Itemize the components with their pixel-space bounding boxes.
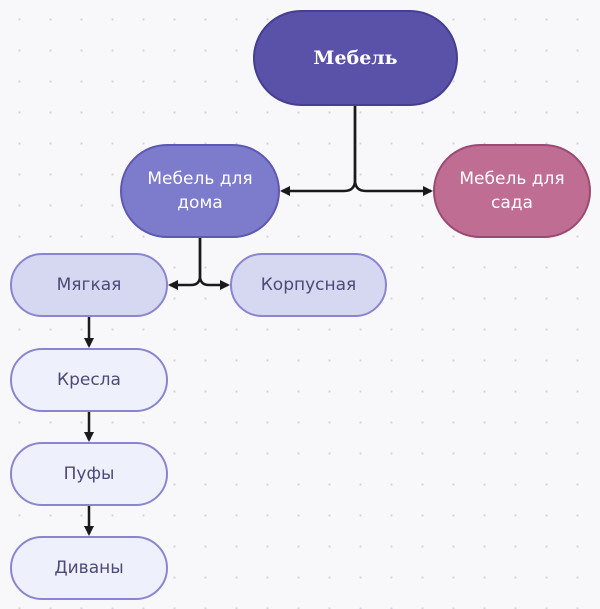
node-garden-furniture[interactable]: Мебель для сада [433, 144, 591, 238]
node-armchairs[interactable]: Кресла [10, 348, 168, 412]
node-label: Кресла [57, 370, 121, 390]
node-cabinet[interactable]: Корпусная [230, 253, 387, 317]
node-label: Мебель для сада [459, 169, 565, 213]
node-label: Диваны [54, 558, 124, 578]
node-label: Пуфы [63, 464, 115, 484]
edge-home-soft [168, 238, 202, 290]
node-root[interactable]: Мебель [253, 10, 458, 106]
edge-home-cabinet [198, 238, 230, 290]
node-label: Мебель [313, 47, 398, 69]
node-label: Мягкая [56, 275, 122, 295]
node-label: Мебель для дома [147, 169, 253, 213]
node-poufs[interactable]: Пуфы [10, 442, 168, 506]
edge-root-garden [353, 106, 433, 196]
node-label: Корпусная [260, 275, 357, 295]
edge-root-home [280, 106, 357, 196]
node-soft[interactable]: Мягкая [10, 253, 168, 317]
node-home-furniture[interactable]: Мебель для дома [120, 144, 280, 238]
node-sofas[interactable]: Диваны [10, 536, 168, 600]
